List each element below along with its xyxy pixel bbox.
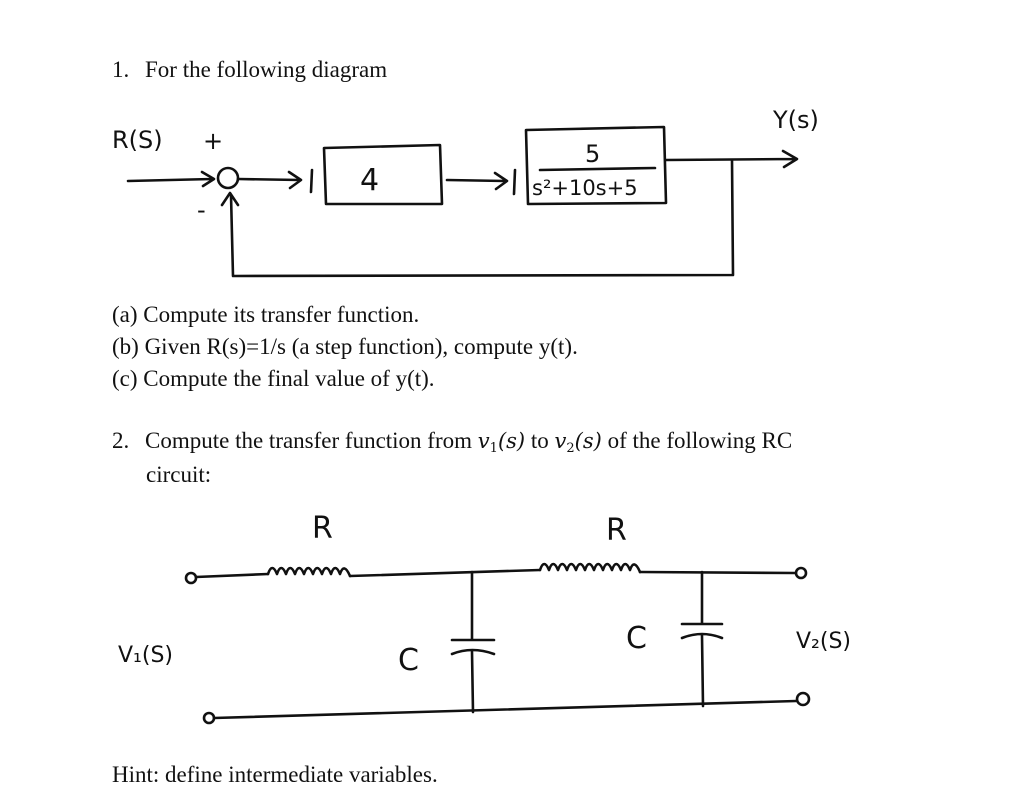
input-terminal-bottom — [202, 711, 216, 725]
q2-prompt-after: of the following RC — [601, 428, 793, 453]
top-wire-mid — [348, 568, 542, 578]
resistor-1-label: R — [312, 511, 333, 546]
output-label: Y(s) — [772, 106, 819, 134]
output-terminal-bottom — [795, 691, 811, 707]
arrow-to-gain — [236, 170, 303, 190]
resistor-2-label: R — [606, 513, 627, 548]
plant-numerator: 5 — [585, 140, 600, 168]
arrow-to-plant — [445, 171, 509, 191]
gain-tick — [309, 168, 314, 194]
q1-parts: (a) Compute its transfer function. (b) G… — [112, 299, 578, 395]
q1-prompt: For the following diagram — [145, 57, 388, 82]
feedback-path — [220, 158, 735, 278]
gain-value: 4 — [360, 163, 379, 198]
q1-number: 1. — [112, 57, 130, 82]
input-arrow — [126, 170, 216, 188]
plant-denominator: s²+10s+5 — [532, 176, 638, 200]
output-voltage-label: V₂(S) — [796, 629, 851, 654]
top-wire-right — [638, 570, 797, 575]
input-label: R(S) — [112, 126, 163, 154]
input-voltage-label: V₁(S) — [118, 643, 173, 668]
plant-block — [524, 125, 668, 206]
plant-tick — [512, 168, 517, 196]
q2-number: 2. — [112, 428, 130, 453]
capacitor-1 — [450, 570, 496, 714]
capacitor-2-label: C — [626, 621, 647, 656]
sum-plus-sign: + — [203, 127, 223, 155]
bottom-wire — [212, 699, 798, 720]
q1-part-c: (c) Compute the final value of y(t). — [112, 366, 435, 391]
q1-heading: 1. For the following diagram — [112, 56, 387, 84]
q2-heading: 2. Compute the transfer function from v1… — [112, 427, 792, 463]
v1-symbol: v1(s) — [477, 429, 526, 456]
sum-minus-sign: - — [197, 196, 206, 224]
output-terminal-top — [794, 566, 808, 580]
v2-symbol: v2(s) — [554, 429, 602, 456]
resistor-1 — [266, 566, 352, 578]
output-arrow — [664, 149, 799, 169]
gain-block — [322, 143, 444, 206]
hint-text: Hint: define intermediate variables. — [112, 762, 438, 787]
q1-part-b: (b) Given R(s)=1/s (a step function), co… — [112, 334, 578, 359]
capacitor-1-label: C — [398, 643, 419, 678]
plant-fraction-bar — [538, 166, 657, 172]
capacitor-2 — [680, 570, 724, 708]
q2-to: to — [525, 428, 555, 453]
q2-prompt-line2: circuit: — [146, 462, 212, 487]
q2-prompt-before: Compute the transfer function from — [145, 428, 478, 453]
top-wire-left — [194, 572, 270, 579]
q1-part-a: (a) Compute its transfer function. — [112, 302, 420, 327]
resistor-2 — [538, 562, 642, 574]
input-terminal-top — [184, 571, 198, 585]
